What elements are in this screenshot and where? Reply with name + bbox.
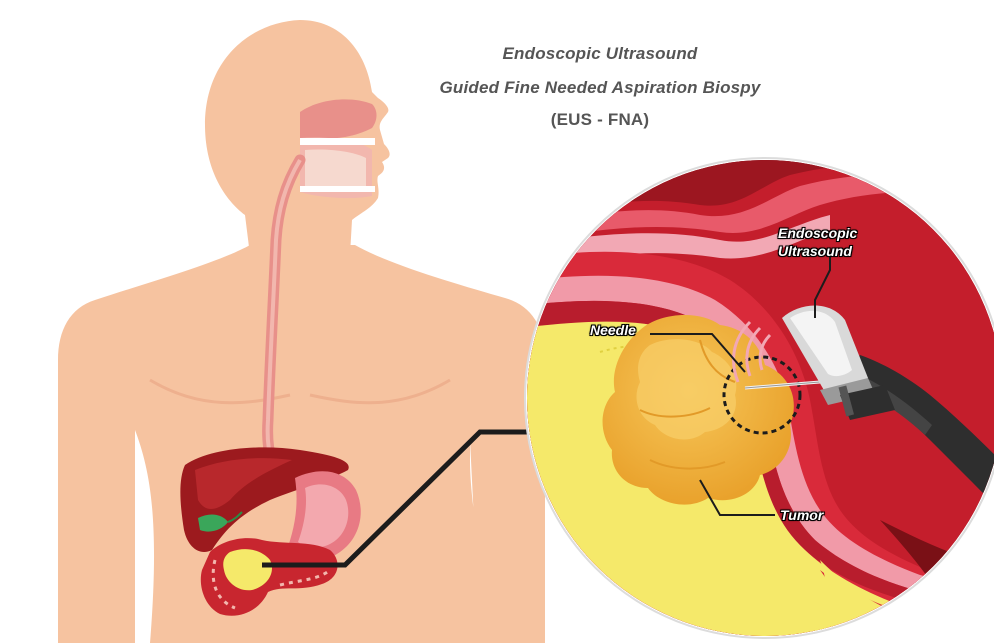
label-eus-line1: Endoscopic: [778, 224, 857, 242]
label-eus-line2: Ultrasound: [778, 242, 857, 260]
title-line-2: Guided Fine Needed Aspiration Biospy: [439, 78, 760, 98]
title-line-1: Endoscopic Ultrasound: [503, 44, 698, 64]
title-line-3: (EUS - FNA): [551, 110, 650, 130]
label-endoscopic-ultrasound: Endoscopic Ultrasound: [778, 224, 857, 260]
label-tumor: Tumor: [780, 506, 823, 524]
label-needle: Needle: [590, 321, 636, 339]
head: [205, 20, 390, 255]
oral-nasal-cavity: [300, 99, 377, 198]
zoom-circle: [520, 150, 994, 643]
